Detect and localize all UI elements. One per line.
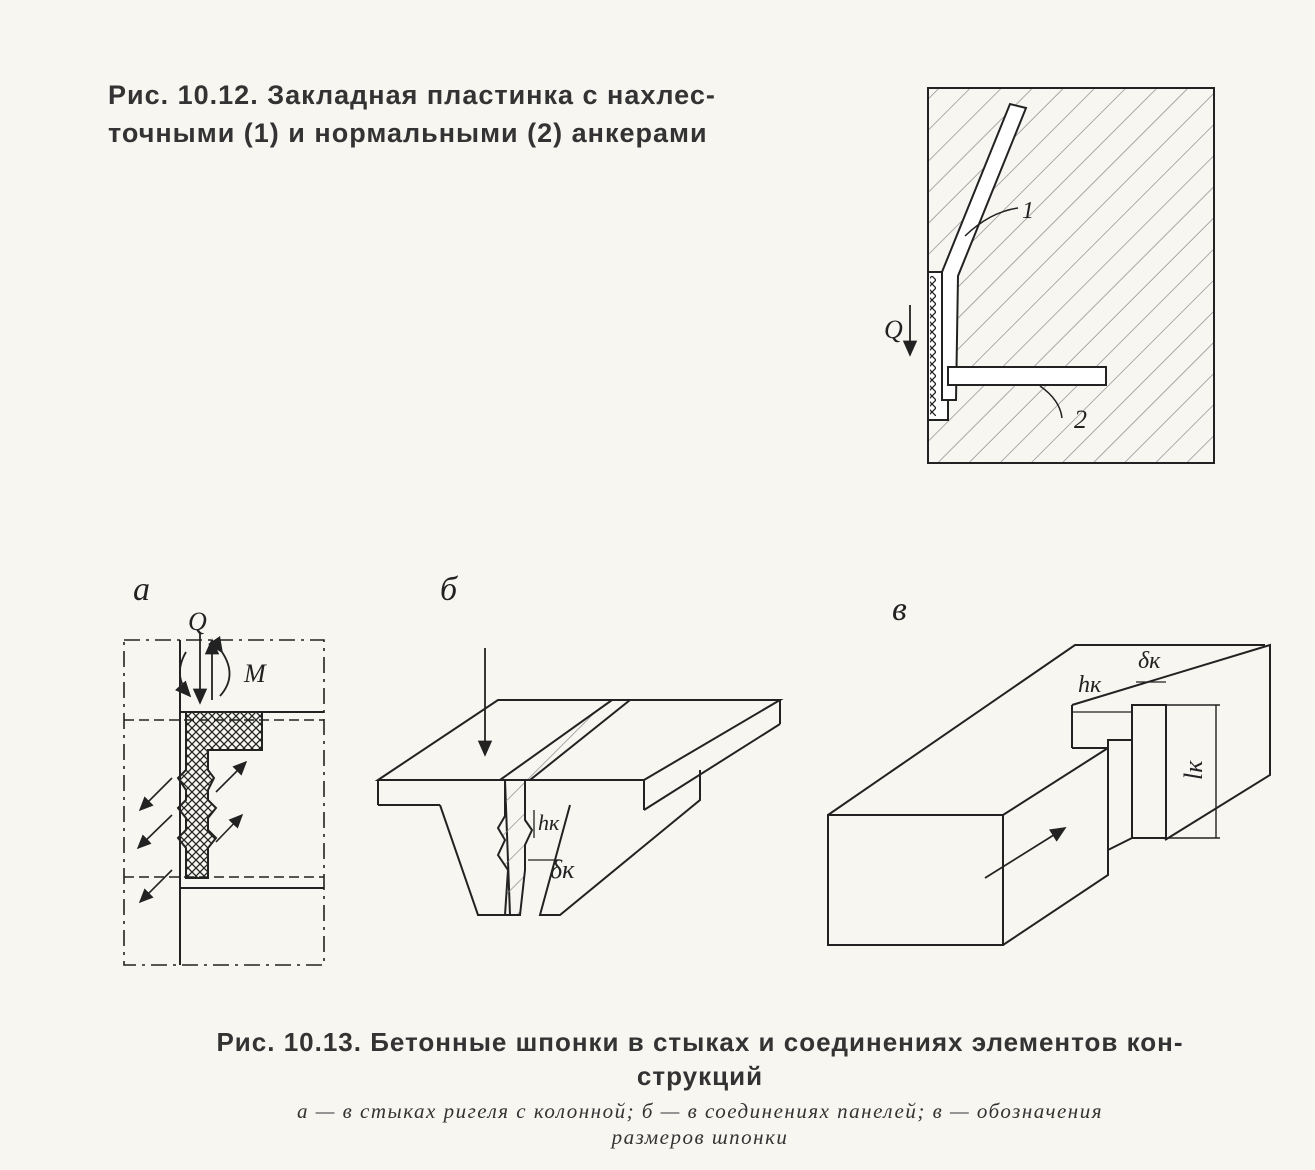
- figure-10-13-legend-line-2: размеров шпонки: [611, 1125, 789, 1149]
- rear-block-edge: [1071, 643, 1271, 841]
- moment-arrow-left: [175, 651, 192, 698]
- anchor-1-leader: [964, 207, 1019, 237]
- front-face: [827, 814, 1004, 946]
- diagonal-arrow: [138, 777, 173, 812]
- key-notch: [1131, 704, 1167, 839]
- side-face: [1002, 746, 1109, 946]
- diagonal-arrow: [215, 813, 244, 843]
- key-height-label: hк: [1078, 672, 1102, 698]
- diagonal-arrow: [215, 760, 248, 793]
- force-q-label: Q: [188, 607, 207, 636]
- slab-bottom-edge: [643, 723, 781, 811]
- figure-10-13-caption-line-1: Рис. 10.13. Бетонные шпонки в стыках и с…: [216, 1027, 1184, 1057]
- column-outline: [123, 639, 325, 966]
- diagonal-arrow: [138, 869, 173, 904]
- panel-c-label: в: [892, 591, 907, 628]
- left-rib: [439, 779, 512, 916]
- figure-10-13-panel-c: в hк δк lк: [827, 591, 1271, 946]
- key-depth-label: δк: [1138, 648, 1161, 674]
- figure-10-12-caption: Рис. 10.12. Закладная пластинка с нахлес…: [108, 76, 868, 152]
- plate-section: [930, 276, 936, 416]
- panel-key-joint: [496, 779, 534, 916]
- joint-strip: [496, 699, 633, 781]
- anchor-2-leader: [1039, 385, 1063, 419]
- anchor-1-label: 1: [1022, 198, 1034, 224]
- figure-10-13-panel-b: б hк δк: [374, 571, 784, 916]
- key-length-label: lк: [1179, 760, 1208, 780]
- moment-arrow-right: [208, 636, 231, 697]
- diagonal-arrow: [136, 814, 173, 850]
- figure-10-13-panel-a: а Q M: [123, 571, 325, 966]
- direction-arrow: [984, 827, 1067, 879]
- figure-10-13-legend-line-1: а — в стыках ригеля с колонной; б — в со…: [297, 1099, 1103, 1123]
- figure-10-12-caption-line-1: Рис. 10.12. Закладная пластинка с нахлес…: [108, 80, 716, 110]
- key-depth-label: δк: [550, 855, 575, 884]
- figure-10-12-drawing: 1 2 Q: [884, 87, 1215, 464]
- right-rib: [538, 770, 701, 916]
- notch-edge: [1107, 837, 1133, 851]
- normal-anchor: [947, 366, 1107, 386]
- top-back-edge: [827, 644, 1265, 816]
- key-height-label: hк: [538, 810, 560, 835]
- figure-10-13-caption: Рис. 10.13. Бетонные шпонки в стыках и с…: [110, 1025, 1290, 1093]
- shear-force-label: Q: [884, 315, 903, 344]
- concrete-block: [927, 87, 1215, 464]
- moment-m-label: M: [243, 659, 267, 688]
- panel-b-label: б: [440, 571, 459, 608]
- recess-step: [1072, 739, 1132, 749]
- figure-10-12-caption-line-2: точными (1) и нормальными (2) анкерами: [108, 118, 708, 148]
- anchor-2-label: 2: [1074, 405, 1087, 434]
- panel-a-label: а: [133, 571, 150, 608]
- concrete-key-joint: [176, 711, 263, 879]
- figure-10-13-legend: а — в стыках ригеля с колонной; б — в со…: [110, 1098, 1290, 1150]
- figure-10-13-caption-line-2: струкций: [636, 1061, 764, 1091]
